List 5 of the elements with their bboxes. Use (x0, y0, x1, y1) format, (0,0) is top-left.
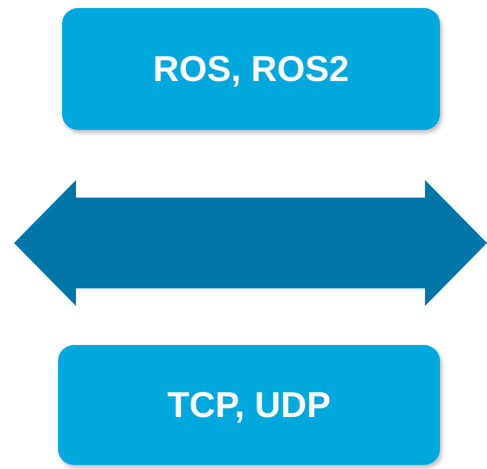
box-label: ROS, ROS2 (152, 48, 350, 90)
process-box (58, 345, 440, 465)
double-arrow (14, 180, 487, 306)
box-label: TCP, UDP (167, 384, 331, 426)
process-box (62, 8, 440, 130)
